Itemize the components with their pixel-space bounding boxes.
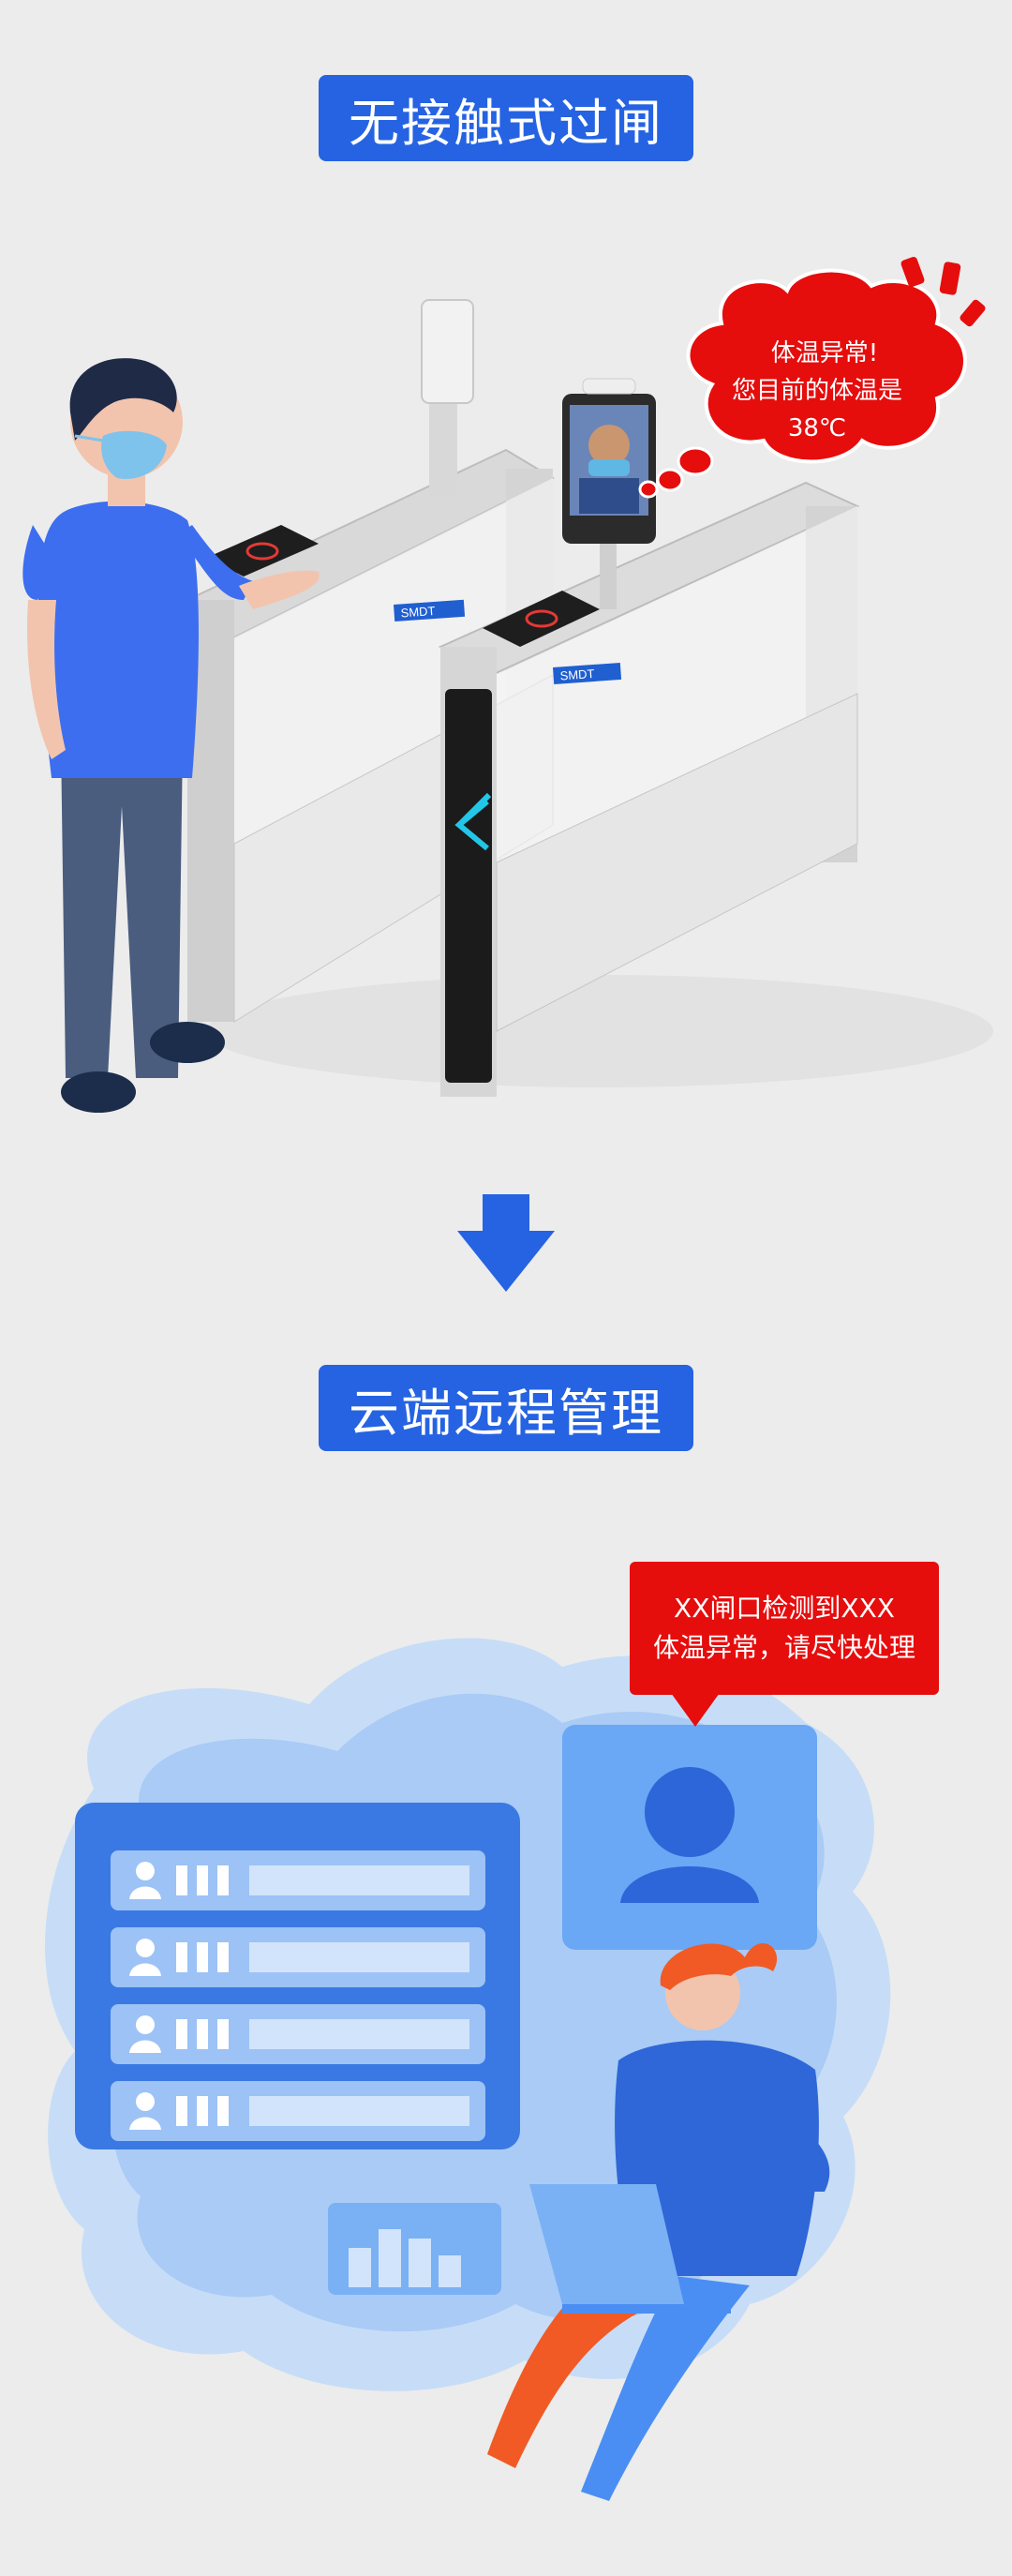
temperature-warning-bubble: 体温异常! 您目前的体温是 38℃	[638, 256, 986, 499]
list-item	[111, 2081, 485, 2141]
person-with-laptop	[487, 1942, 830, 2501]
svg-text:SMDT: SMDT	[400, 604, 436, 621]
alert-line-1: XX闸口检测到XXX	[674, 1593, 895, 1624]
list-item	[111, 1850, 485, 1910]
svg-text:您目前的体温是: 您目前的体温是	[732, 377, 902, 405]
gate-illustration: SMDT SMDT 体温异常! 您目前的体温是 38℃	[22, 256, 993, 1113]
masked-person	[22, 358, 320, 1113]
svg-text:SMDT: SMDT	[559, 666, 595, 683]
user-list-panel	[75, 1803, 520, 2149]
svg-text:38℃: 38℃	[788, 414, 846, 442]
alert-line-2: 体温异常，请尽快处理	[652, 1632, 915, 1663]
section-title-cloud-management: 云端远程管理	[319, 1365, 693, 1451]
arrow-down-icon	[457, 1194, 555, 1292]
user-icon	[562, 1725, 817, 1950]
front-gate-unit: SMDT SMDT	[206, 481, 860, 1097]
svg-text:体温异常!: 体温异常!	[771, 339, 878, 367]
abnormal-temperature-alert: XX闸口检测到XXX 体温异常，请尽快处理	[630, 1562, 939, 1695]
list-item	[111, 1927, 485, 1987]
face-recognition-tablet	[562, 378, 656, 609]
cloud-management-illustration	[44, 1638, 891, 2501]
list-item	[111, 2004, 485, 2064]
alert-pointer	[671, 1693, 720, 1727]
arrow-left-icon	[454, 792, 492, 851]
section-title-contactless: 无接触式过闸	[319, 75, 693, 161]
bar-chart-icon	[328, 2203, 501, 2295]
back-thermal-camera	[421, 299, 474, 497]
